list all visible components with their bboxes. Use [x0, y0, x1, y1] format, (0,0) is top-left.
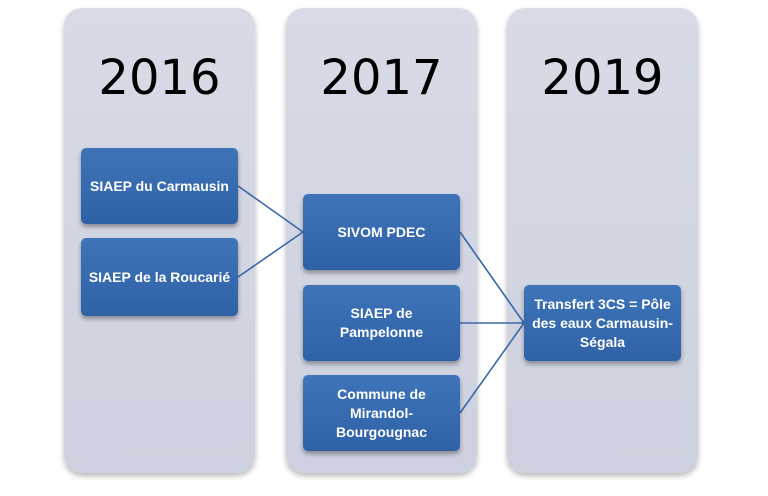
node-siaep-pampelonne: SIAEP de Pampelonne — [303, 285, 460, 361]
node-commune-mirandol: Commune de Mirandol-Bourgougnac — [303, 375, 460, 451]
year-label-2016: 2016 — [98, 50, 221, 106]
year-label-2019: 2019 — [541, 50, 664, 106]
column-2019: 2019 — [507, 8, 698, 473]
node-sivom-pdec: SIVOM PDEC — [303, 194, 460, 270]
node-siaep-carmausin: SIAEP du Carmausin — [81, 148, 238, 224]
node-siaep-roucarie: SIAEP de la Roucarié — [81, 238, 238, 316]
node-transfert-3cs: Transfert 3CS = Pôle des eaux Carmausin-… — [524, 285, 681, 361]
year-label-2017: 2017 — [320, 50, 443, 106]
